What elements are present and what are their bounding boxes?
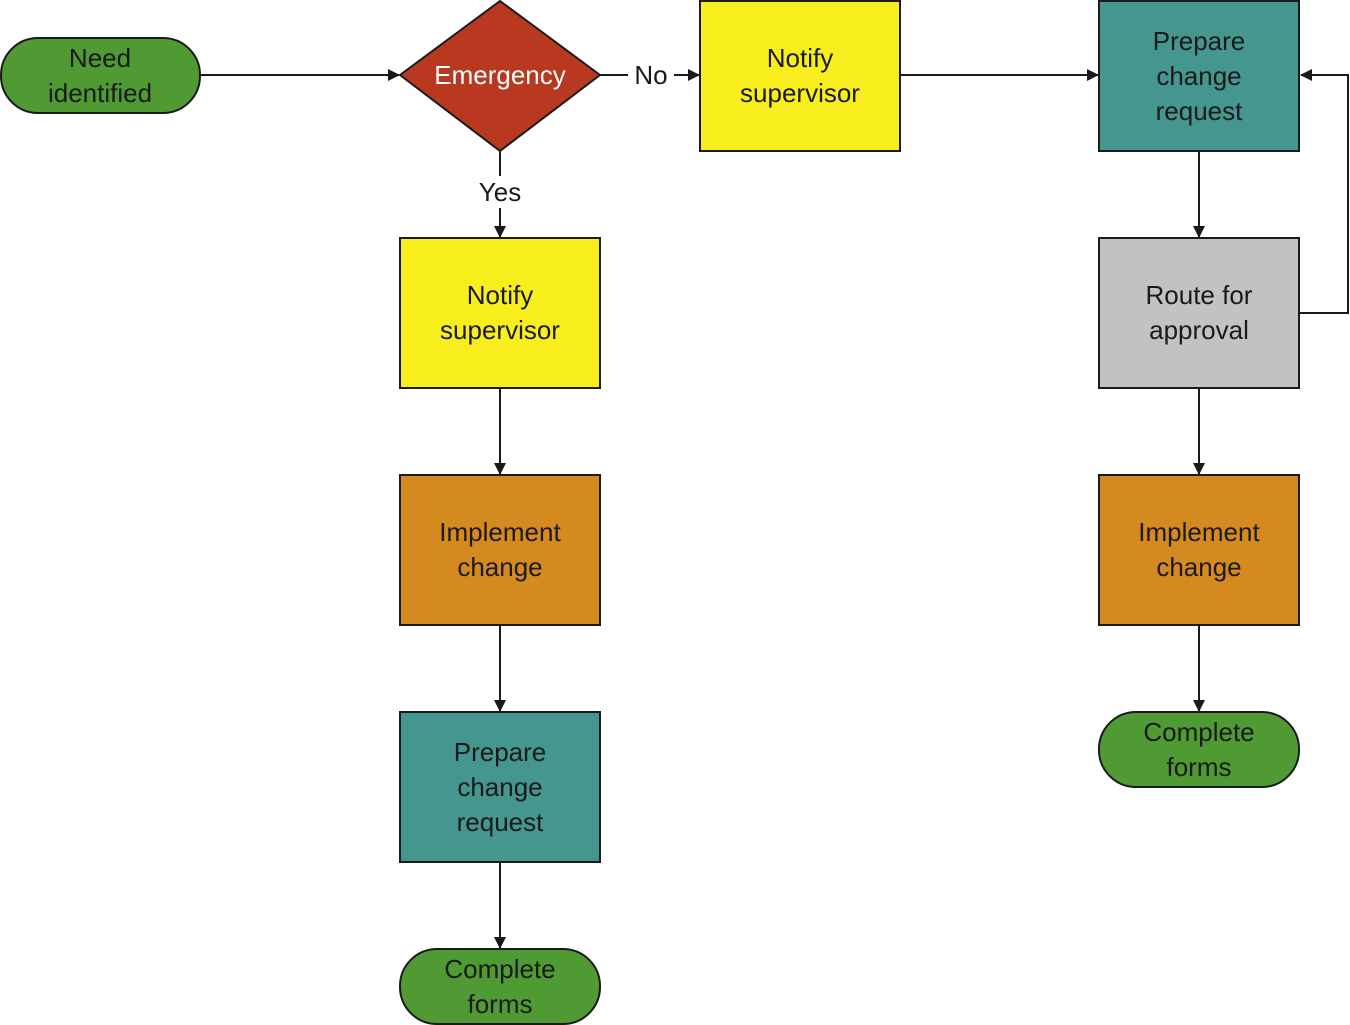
node-label-line-1: Need (69, 43, 131, 73)
process-shape (1098, 474, 1300, 626)
decision-shape (398, 0, 602, 153)
node-label-line-1: Prepare (1153, 26, 1246, 56)
node-implement-change-no: Implement change (1098, 474, 1300, 626)
node-label-line-2: forms (1167, 752, 1232, 782)
node-need-identified: Need identified (0, 37, 201, 114)
node-label-line-1: Implement (439, 517, 561, 547)
edge-label-no: No (634, 60, 667, 90)
process-shape (699, 0, 901, 152)
node-label-line-2: identified (48, 78, 152, 108)
node-prepare-change-request-no: Prepare change request (1098, 0, 1300, 152)
node-prepare-change-request-yes: Prepare change request (399, 711, 601, 863)
edge-label-yes: Yes (479, 177, 521, 207)
node-route-for-approval: Route for approval (1098, 237, 1300, 389)
node-label-line-1: Complete (444, 954, 555, 984)
node-label-line-2: change (457, 552, 542, 582)
node-label-line-2: forms (468, 989, 533, 1019)
terminal-shape (1098, 711, 1300, 788)
node-complete-forms-no: Complete forms (1098, 711, 1300, 788)
node-label-line-1: Notify (467, 280, 533, 310)
node-label-line-2: supervisor (440, 315, 560, 345)
node-label-line-3: request (457, 807, 544, 837)
terminal-shape (0, 37, 201, 114)
process-shape (399, 711, 601, 863)
node-label-line-1: Route for (1146, 280, 1253, 310)
node-label-line-1: Notify (767, 43, 833, 73)
process-shape (1098, 237, 1300, 389)
node-label-line-2: supervisor (740, 78, 860, 108)
node-notify-supervisor-no: Notify supervisor (699, 0, 901, 152)
node-complete-forms-yes: Complete forms (399, 948, 601, 1025)
node-label-line-1: Implement (1138, 517, 1260, 547)
node-label-line-2: change (1156, 61, 1241, 91)
process-shape (399, 474, 601, 626)
process-shape (399, 237, 601, 389)
node-implement-change-yes: Implement change (399, 474, 601, 626)
process-shape (1098, 0, 1300, 152)
node-notify-supervisor-yes: Notify supervisor (399, 237, 601, 389)
node-emergency-decision: Emergency (398, 0, 602, 153)
edge-route-loop-back (1300, 69, 1349, 314)
node-label: Emergency (434, 60, 566, 90)
node-label-line-2: change (1156, 552, 1241, 582)
node-label-line-1: Complete (1143, 717, 1254, 747)
terminal-shape (399, 948, 601, 1025)
node-label-line-1: Prepare (454, 737, 547, 767)
node-label-line-2: change (457, 772, 542, 802)
node-label-line-2: approval (1149, 315, 1249, 345)
node-label-line-3: request (1156, 96, 1243, 126)
